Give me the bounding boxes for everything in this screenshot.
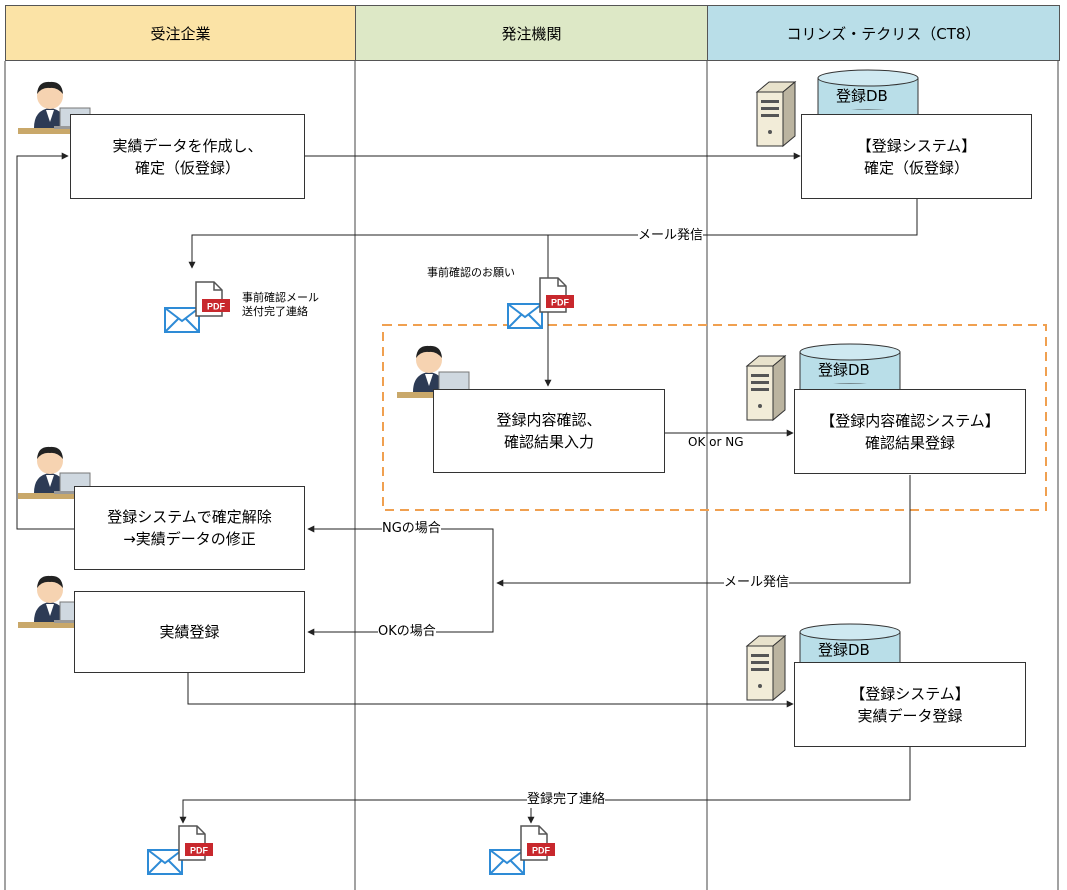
confirm-input-box: 登録内容確認、 確認結果入力 [433, 389, 665, 473]
server-icon [756, 81, 796, 147]
ng-case-label: NGの場合 [382, 521, 441, 537]
fix-data-box: 登録システムで確定解除 →実績データの修正 [74, 486, 305, 570]
registration-system-box: 【登録システム】 確定（仮登録） [801, 114, 1032, 199]
pre-mail-line: 送付完了連絡 [242, 305, 308, 318]
mail-send-label: メール発信 [638, 228, 704, 244]
mail-icon [147, 849, 183, 875]
box-text: 【登録システム】 [856, 136, 977, 155]
server-icon [746, 635, 786, 701]
registration-system-box: 【登録システム】 実績データ登録 [794, 662, 1026, 747]
server-icon [746, 355, 786, 421]
create-data-box: 実績データを作成し、 確定（仮登録） [70, 114, 305, 199]
box-text: 実績データ登録 [857, 706, 963, 725]
box-text: 【登録内容確認システム】 [820, 411, 1000, 430]
box-text: 実績データを作成し、 [112, 136, 263, 155]
pre-mail-line: 事前確認メール [242, 291, 319, 304]
lane-header-orderer: 発注機関 [355, 5, 708, 61]
box-text: 実績登録 [159, 623, 220, 641]
pre-confirm-request-label: 事前確認のお願い [427, 266, 515, 279]
box-text: →実績データの修正 [123, 530, 256, 548]
mail-icon [489, 849, 525, 875]
pdf-icon [520, 825, 556, 861]
pdf-icon [195, 281, 231, 317]
confirmation-region [382, 324, 1047, 511]
pre-mail-label: 事前確認メール 送付完了連絡 [242, 291, 319, 319]
pdf-icon [178, 825, 214, 861]
database-label: 登録DB [818, 641, 870, 659]
database-label: 登録DB [818, 361, 870, 379]
box-text: 登録システムで確定解除 [107, 508, 272, 526]
register-box: 実績登録 [74, 591, 305, 673]
mail-icon [507, 303, 543, 329]
box-text: 確認結果登録 [864, 433, 955, 452]
ok-case-label: OKの場合 [378, 624, 436, 640]
box-text: 【登録システム】 [850, 684, 970, 703]
mail-icon [164, 307, 200, 333]
lane-header-corins: コリンズ・テクリス（CT8） [707, 5, 1060, 61]
box-text: 確認結果入力 [503, 433, 594, 451]
database-label: 登録DB [836, 87, 888, 105]
box-text: 登録内容確認、 [496, 411, 602, 429]
confirmation-system-box: 【登録内容確認システム】 確認結果登録 [794, 389, 1026, 474]
pdf-icon [539, 277, 575, 313]
mail-send-label: メール発信 [724, 575, 790, 591]
lane-header-contractor: 受注企業 [5, 5, 356, 61]
box-text: 確定（仮登録） [863, 158, 969, 177]
ok-or-ng-label: OK or NG [688, 435, 744, 449]
completion-label: 登録完了連絡 [527, 792, 606, 808]
box-text: 確定（仮登録） [134, 158, 240, 177]
